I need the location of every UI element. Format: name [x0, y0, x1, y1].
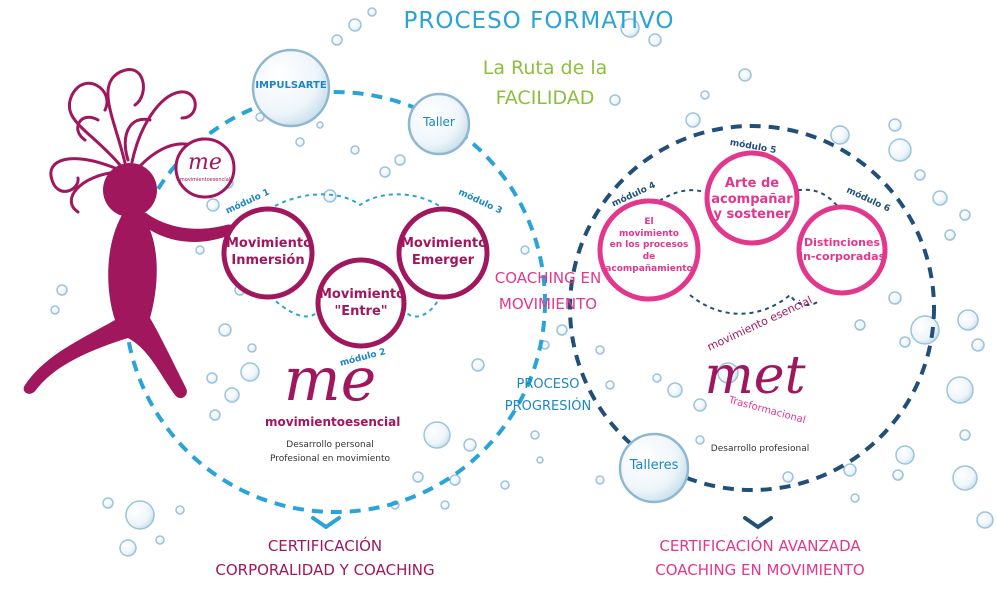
module-4-line: movimiento — [619, 228, 679, 239]
proceso-line2: PROGRESIÓN — [504, 399, 592, 414]
chevron-down-icon — [311, 516, 341, 530]
dancing-figure-icon — [49, 68, 208, 217]
left-small-logo-letters: me — [188, 150, 222, 175]
right-certification-line2: COACHING EN MOVIMIENTO — [655, 561, 865, 579]
left-logo-brand: movimientoesencial — [265, 415, 401, 429]
module-2-title-line1: Movimiento — [319, 287, 406, 302]
chevron-down-icon — [743, 516, 773, 530]
module-5-line: y sostener — [713, 207, 791, 223]
left-module-circles — [221, 206, 490, 349]
node-bubbles — [251, 48, 690, 504]
node-taller: Taller — [423, 115, 455, 129]
module-4-line: en los procesos — [609, 240, 689, 251]
left-certification-line2: CORPORALIDAD Y COACHING — [215, 561, 435, 579]
left-logo-desc-line1: Desarrollo personal — [286, 440, 374, 450]
page-title: PROCESO FORMATIVO — [403, 8, 675, 34]
module-2-title-line2: "Entre" — [334, 304, 388, 319]
module-6-line: In-corporadas — [799, 249, 886, 263]
subtitle-line2: FACILIDAD — [495, 87, 595, 109]
module-4-line: de — [642, 252, 656, 263]
module-4-title: El movimiento en los procesos de acompañ… — [601, 217, 697, 275]
coaching-line1: COACHING EN — [494, 269, 602, 287]
module-1-title-line1: Movimiento — [226, 236, 313, 251]
module-5-line: Arte de — [724, 176, 780, 191]
module-3-title-line1: Movimiento — [401, 236, 488, 251]
right-module-circles — [597, 150, 888, 302]
module-5-line: acompañar — [711, 191, 793, 207]
proceso-line1: PROCESO — [516, 377, 580, 392]
module-3-title-line2: Emerger — [411, 253, 475, 268]
left-logo-letters: me — [283, 345, 377, 415]
left-small-logo-text: movimientoesencial — [179, 177, 231, 183]
subtitle-line1: La Ruta de la — [482, 57, 608, 79]
figure-body-icon — [23, 213, 235, 399]
node-impulsarte: IMPULSARTE — [255, 80, 327, 91]
left-small-logo-circle — [174, 137, 236, 199]
module-4-line: acompañamiento — [605, 263, 693, 274]
right-route-circle — [568, 124, 936, 492]
node-talleres: Talleres — [629, 458, 679, 473]
right-certification-line1: CERTIFICACIÓN AVANZADA — [659, 537, 861, 555]
left-route-circle — [123, 90, 547, 514]
module-6-line: Distinciones — [804, 236, 880, 249]
background-bubbles — [50, 7, 994, 557]
module-6-title: Distinciones In-corporadas — [799, 236, 885, 264]
module-4-line: El — [644, 217, 654, 227]
module-5-title: Arte de acompañar y sostener — [707, 176, 797, 223]
right-logo-desc: Desarrollo profesional — [710, 444, 810, 454]
left-logo-desc-line2: Profesional en movimiento — [269, 454, 390, 464]
left-certification-line1: CERTIFICACIÓN — [267, 537, 383, 555]
coaching-line2: MOVIMIENTO — [498, 295, 598, 313]
module-1-title-line2: Inmersión — [231, 253, 305, 268]
right-logo-letters: met — [704, 346, 806, 406]
